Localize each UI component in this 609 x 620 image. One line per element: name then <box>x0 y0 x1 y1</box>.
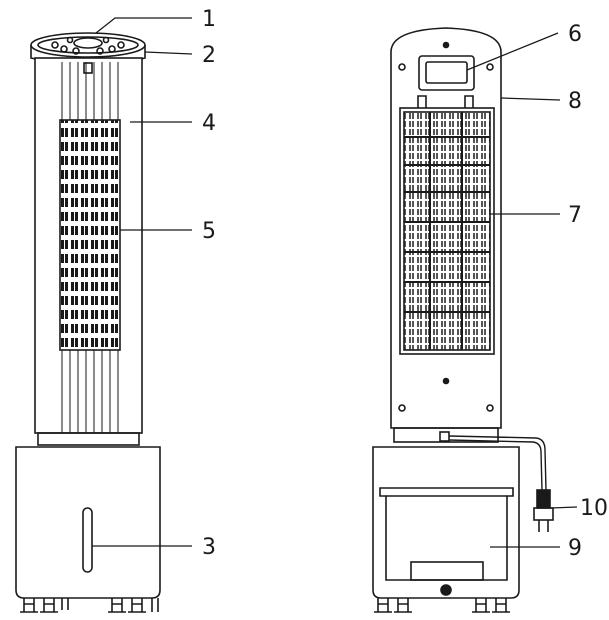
tower-neck <box>37 432 140 446</box>
callout-6: 6 <box>568 22 582 47</box>
callout-8: 8 <box>568 89 582 114</box>
back-neck <box>393 427 499 443</box>
back-view <box>372 27 554 613</box>
air-outlet-grille <box>59 119 121 351</box>
filter-clips <box>417 95 474 108</box>
power-cord <box>448 435 547 491</box>
filter-grid <box>404 112 490 350</box>
center-knob <box>73 37 103 49</box>
back-casters <box>374 598 510 613</box>
callout-7: 7 <box>568 203 582 228</box>
callout-1: 1 <box>202 7 216 32</box>
leader-8 <box>500 97 561 101</box>
leader-6 <box>466 32 559 71</box>
front-casters <box>20 598 159 613</box>
leader-1 <box>95 17 192 34</box>
leader-10 <box>550 506 578 509</box>
water-tank-base <box>15 446 161 599</box>
drain-cap <box>440 584 452 596</box>
front-view <box>15 32 161 613</box>
leader-lines <box>92 17 578 548</box>
leader-2 <box>144 51 193 55</box>
water-tank <box>379 487 514 581</box>
callout-2: 2 <box>202 43 216 68</box>
carry-handle <box>418 55 475 91</box>
callout-9: 9 <box>568 536 582 561</box>
callout-5: 5 <box>202 219 216 244</box>
callout-4: 4 <box>202 111 216 136</box>
power-plug <box>533 489 554 532</box>
water-level-window <box>82 507 93 573</box>
callout-3: 3 <box>202 535 216 560</box>
control-buttons <box>51 36 125 55</box>
callout-10: 10 <box>580 496 608 521</box>
callout-labels: 1 2 3 4 5 6 7 8 9 10 <box>202 7 608 561</box>
